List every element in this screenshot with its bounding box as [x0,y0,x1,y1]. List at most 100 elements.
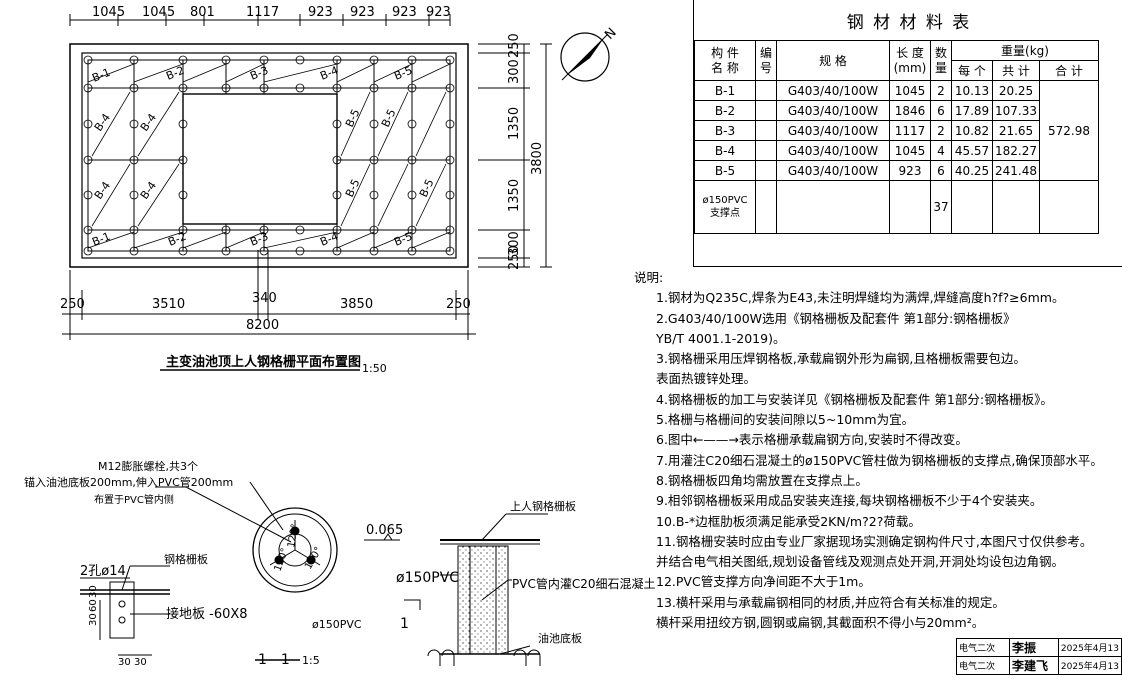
row-name: B-4 [694,140,756,161]
row-no [755,100,777,121]
row-spec: G403/40/100W [776,120,890,141]
row-length: 1045 [889,80,931,101]
base-label: 油池底板 [538,631,582,645]
row-each: 45.57 [951,140,993,161]
signature-date: 2025年4月13 [1057,656,1122,675]
plan-view [62,14,552,371]
material-table: 构 件 名 称 编 号 规 格 长 度 (mm) 数 量 重量(kg) 每 个 … [694,40,1099,234]
panel-label-b4-a: B-4 [92,111,113,134]
pvc-row-spec [776,180,890,234]
dim-30c: 30 [118,657,131,668]
top-dim-7: 923 [392,5,417,20]
row-no [755,140,777,161]
header-total: 共 计 [992,60,1040,81]
panel-label-b1-bot: B-1 [90,230,112,249]
elevation-label: 0.065 [366,523,403,538]
note-line: 6.图中←——→表示格栅承载扁钢方向,安装时不得改变。 [656,432,968,448]
header-sum: 合 计 [1039,60,1099,81]
north-arrow-icon: N [560,25,620,82]
pvc-label-a: ø150PVC [312,618,362,631]
header-spec: 规 格 [776,40,890,81]
plan-scale: 1:50 [362,362,387,375]
header-weight: 重量(kg) [951,40,1099,61]
note-line: 5.格栅与格栅间的安装间隙以5~10mm为宜。 [656,412,915,428]
signature-block: 电气二次 李振 2025年4月13 电气二次 李建飞 2025年4月13 [956,638,1122,675]
panel-label-b5-c: B-5 [343,177,363,199]
panel-labels: B-1 B-2 B-3 B-4 B-5 B-4 B-4 B-4 B-4 B-5 … [90,64,436,249]
note-line: 2.G403/40/100W选用《钢格栅板及配套件 第1部分:钢格栅板》 [656,310,1016,326]
bottom-dim-5: 250 [446,297,471,312]
header-qty: 数 量 [930,40,952,81]
signature-name: 李建飞 [1008,656,1059,675]
dim-30b: 30 [88,585,99,598]
plan-title: 主变油池顶上人钢格栅平面布置图 [166,354,361,370]
row-spec: G403/40/100W [776,80,890,101]
detail-pvc-support-labels: 0.065 ø150PVC 1 上人钢格栅板 PVC管内灌C20细石混凝土 油池… [366,499,655,645]
row-name: B-3 [694,120,756,141]
signature-role: 电气二次 [956,638,1010,657]
angle-a: 120° [286,523,301,549]
detail-section-1-1 [80,481,338,661]
panel-label-b5-a: B-5 [343,107,363,129]
top-dim-8: 923 [426,5,451,20]
section-scale: 1:5 [302,654,320,667]
panel-label-b4-c: B-4 [92,179,113,202]
note-line: 11.钢格栅安装时应由专业厂家据现场实测确定钢构件尺寸,本图尺寸仅供参考。 [656,533,1093,549]
pvc-row-name: ø150PVC 支撑点 [694,180,756,234]
bottom-dim-4: 3850 [340,297,373,312]
pvc-row-each [951,180,993,234]
row-no [755,80,777,101]
note-line: 表面热镀锌处理。 [656,371,757,387]
pvc-row-sum [1039,180,1099,234]
top-dim-3: 801 [190,5,215,20]
row-total: 20.25 [992,80,1040,101]
notes-block: 说明: 1.钢材为Q235C,焊条为E43,未注明焊缝均为满焊,焊缝高度h?f?… [634,268,1121,633]
top-dim-5: 923 [308,5,333,20]
top-dim-6: 923 [350,5,375,20]
grating-label: 钢格栅板 [164,552,208,566]
row-no [755,160,777,181]
row-name: B-1 [694,80,756,101]
row-qty: 6 [930,160,952,181]
right-dim-3: 1350 [507,107,522,140]
angle-b: 120° [272,547,291,573]
row-qty: 2 [930,80,952,101]
top-grating-label: 上人钢格栅板 [510,499,576,513]
embed-note-2: 布置于PVC管内侧 [94,493,174,506]
section-title: 1—1 [258,652,290,668]
row-spec: G403/40/100W [776,160,890,181]
angle-c: 120° [303,545,325,571]
row-spec: G403/40/100W [776,140,890,161]
top-dim-1: 1045 [92,5,125,20]
signature-role: 电气二次 [956,656,1010,675]
signature-row: 电气二次 李建飞 2025年4月13 [956,656,1122,675]
row-length: 1846 [889,100,931,121]
note-line: 7.用灌注C20细石混凝土的ø150PVC管柱做为钢格栅板的支撑点,确保顶部水平… [656,452,1103,468]
hole-label: 2孔ø14 [80,564,126,579]
header-no: 编 号 [755,40,777,81]
right-dim-6: 250 [507,245,522,270]
material-table-title: 钢 材 材 料 表 [846,13,972,33]
pvc-label-b: ø150PVC [396,570,459,586]
panel-label-b3-top: B-3 [248,64,270,83]
note-line: YB/T 4001.1-2019)。 [656,330,786,346]
row-total: 107.33 [992,100,1040,121]
row-qty: 2 [930,120,952,141]
panel-label-b5-b: B-5 [379,107,399,129]
embed-note: 锚入油池底板200mm,伸入PVC管200mm [24,475,233,489]
panel-label-b5-bot: B-5 [392,230,414,249]
signature-date: 2025年4月13 [1057,638,1122,657]
top-dim-4: 1117 [246,5,279,20]
row-each: 40.25 [951,160,993,181]
material-table-frame [693,0,1122,267]
note-line: 4.钢格栅板的加工与安装详见《钢格栅板及配套件 第1部分:钢格栅板》。 [656,391,1053,407]
pvc-row-no [755,180,777,234]
top-dim-2: 1045 [142,5,175,20]
note-line: 9.相邻钢格栅板采用成品安装夹连接,每块钢格栅板不少于4个安装夹。 [656,493,1043,509]
bottom-total-dim: 8200 [246,318,279,333]
dim-30a: 30 [88,613,99,626]
bolt-note: M12膨胀螺栓,共3个 [98,459,198,473]
note-line: 13.横杆采用与承载扁钢相同的材质,并应符合有关标准的规定。 [656,594,1005,610]
table-row: ø150PVC 支撑点 37 [694,180,1099,234]
